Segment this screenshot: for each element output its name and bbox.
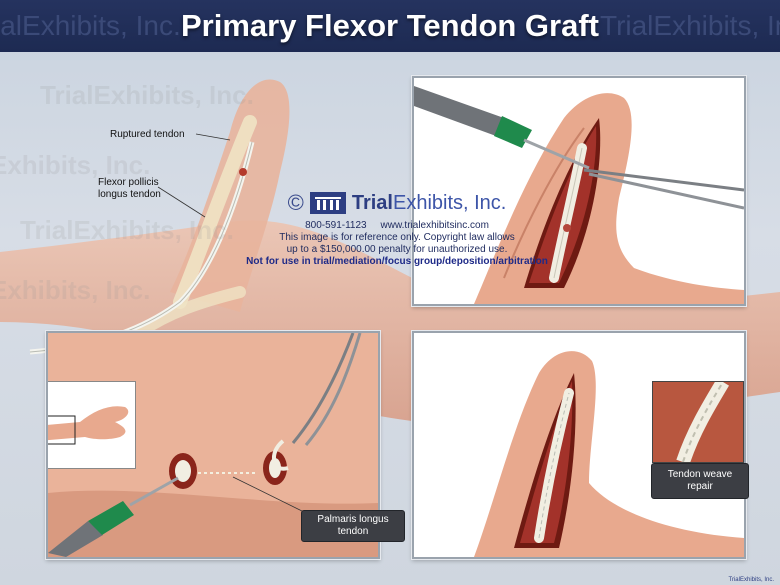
inset-hand-illustration [48,406,129,445]
panel-tendon-exposure [412,76,746,306]
tendon-exposure-illustration [414,78,744,304]
panel-weave-repair [412,331,746,559]
phone-number: 800-591-1123 [305,220,367,231]
palmaris-callout-line1: Palmaris longus [317,514,389,525]
footer-logo: TrialExhibits, Inc. [728,577,774,583]
contact-line: 800-591-1123 www.trialexhibitsinc.com [222,220,572,232]
weave-zoom-illustration [653,382,743,462]
company-name: TrialExhibits, Inc. [351,191,507,214]
flexor-tendon-label-line1: Flexor pollicis [98,177,159,188]
weave-repair-zoom-inset [652,381,744,463]
usage-warning: Not for use in trial/mediation/focus gro… [246,256,548,267]
watermark: TrialExhibits, Inc. [40,80,254,110]
page-title: Primary Flexor Tendon Graft [180,8,599,43]
flexor-tendon-label-line2: longus tendon [98,189,161,200]
title-banner: ialExhibits, Inc. TrialExhibits, Inc. Pr… [0,0,780,52]
website: www.trialexhibitsinc.com [380,220,489,231]
banner-watermark-right: TrialExhibits, Inc. [600,10,780,41]
flexor-tendon-label: Flexor pollicis longus tendon [98,177,161,201]
inset-hand-diagram [48,381,136,469]
notice-line-1: This image is for reference only. Copyri… [279,232,515,243]
copyright-symbol: © [287,190,304,215]
ruptured-tendon-label: Ruptured tendon [110,129,185,140]
watermark: Exhibits, Inc. [0,275,151,305]
watermark: Exhibits, Inc. [0,150,151,180]
panel-palmaris-harvest [46,331,380,559]
watermark: TrialExhibits, Inc. [20,215,234,245]
weave-repair-callout: Tendon weave repair [651,463,749,499]
palmaris-callout-line2: tendon [337,526,369,537]
notice-line-2: up to a $150,000.00 penalty for unauthor… [286,244,508,255]
copyright-notice: © TrialExhibits, Inc. 800-591-1123 www.t… [222,190,572,268]
company-logo: © TrialExhibits, Inc. [222,190,572,216]
palmaris-longus-callout: Palmaris longus tendon [301,510,405,542]
columns-logo-icon [309,192,346,214]
banner-watermark-left: ialExhibits, Inc. [0,10,181,41]
